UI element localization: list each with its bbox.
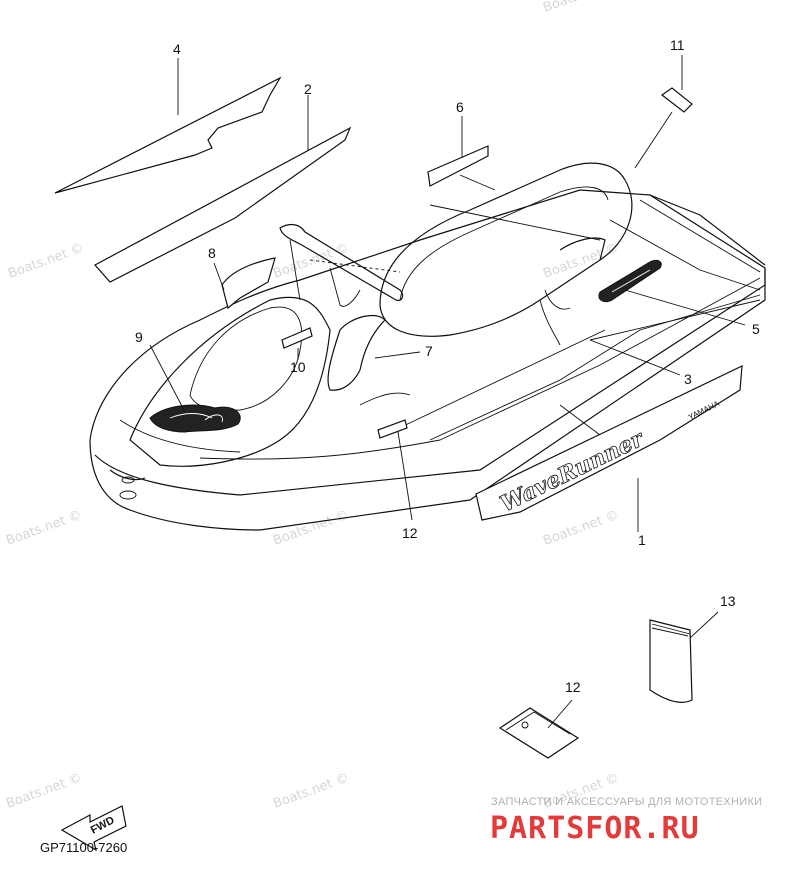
watermark: Boats.net © xyxy=(271,508,351,549)
decal-4-stripe xyxy=(54,76,282,194)
decal-8-panel xyxy=(221,257,276,310)
watermark: Boats.net © xyxy=(4,771,84,812)
leader-5 xyxy=(624,289,746,326)
watermark: Boats.net © xyxy=(6,241,86,282)
decal-10-strip xyxy=(281,327,313,349)
leader-12b xyxy=(547,699,573,729)
callout-5: 5 xyxy=(752,321,760,337)
callout-8: 8 xyxy=(208,245,216,261)
leader-9 xyxy=(149,344,186,413)
callout-7: 7 xyxy=(425,343,433,359)
shop-tagline: ЗАПЧАСТИ И АКСЕССУАРЫ ДЛЯ МОТОТЕХНИКИ xyxy=(491,796,762,808)
callout-numbers: 1 2 3 4 5 6 7 8 9 10 11 12 12 13 xyxy=(135,37,760,695)
leader-11b xyxy=(634,111,673,169)
watermark: Boats.net © xyxy=(271,241,351,282)
callout-12-loose: 12 xyxy=(565,679,581,695)
watermark: Boats.net © xyxy=(541,0,621,16)
decal-2-stripe xyxy=(94,126,352,283)
callout-10: 10 xyxy=(290,359,306,375)
leader-7 xyxy=(374,351,421,359)
callout-6: 6 xyxy=(456,99,464,115)
part-12-packet xyxy=(498,707,580,759)
leader-6b xyxy=(459,174,496,191)
decal-brand-script: WaveRunner xyxy=(496,425,649,517)
callout-2: 2 xyxy=(304,81,312,97)
leader-13 xyxy=(689,611,719,639)
decal-9-logo xyxy=(149,404,241,433)
watermark: Boats.net © xyxy=(541,508,621,549)
callout-12: 12 xyxy=(402,525,418,541)
hood-cowl xyxy=(129,296,411,467)
decal-12-strip xyxy=(377,419,408,439)
handlebar xyxy=(279,223,404,307)
callout-3: 3 xyxy=(684,371,692,387)
shop-branding: ЗАПЧАСТИ И АКСЕССУАРЫ ДЛЯ МОТОТЕХНИКИ PA… xyxy=(490,796,762,846)
watermarks: Boats.net © Boats.net © Boats.net © Boat… xyxy=(4,0,621,812)
watercraft-hull xyxy=(89,189,766,531)
leader-3 xyxy=(589,339,681,376)
callout-1: 1 xyxy=(638,532,646,548)
diagram-part-code: GP71100-7260 xyxy=(40,840,127,855)
leader-8 xyxy=(213,262,225,291)
watermark: Boats.net © xyxy=(541,241,621,282)
part-13-sheet xyxy=(649,619,693,703)
callout-4: 4 xyxy=(173,41,181,57)
callout-13: 13 xyxy=(720,593,736,609)
decal-5-badge xyxy=(598,259,662,303)
watermark: Boats.net © xyxy=(4,508,84,549)
seat xyxy=(379,162,633,346)
decal-6-strip xyxy=(427,145,489,187)
decal-11-label xyxy=(660,87,693,113)
fwd-arrow: FWD xyxy=(60,805,127,852)
watermark: Boats.net © xyxy=(271,771,351,812)
callout-9: 9 xyxy=(135,329,143,345)
shop-logo: PARTSFOR.RU xyxy=(490,811,700,846)
callout-11: 11 xyxy=(670,37,685,53)
decal-1-waverunner: WaveRunner YAMAHA xyxy=(475,365,743,521)
leader-12 xyxy=(397,431,413,521)
